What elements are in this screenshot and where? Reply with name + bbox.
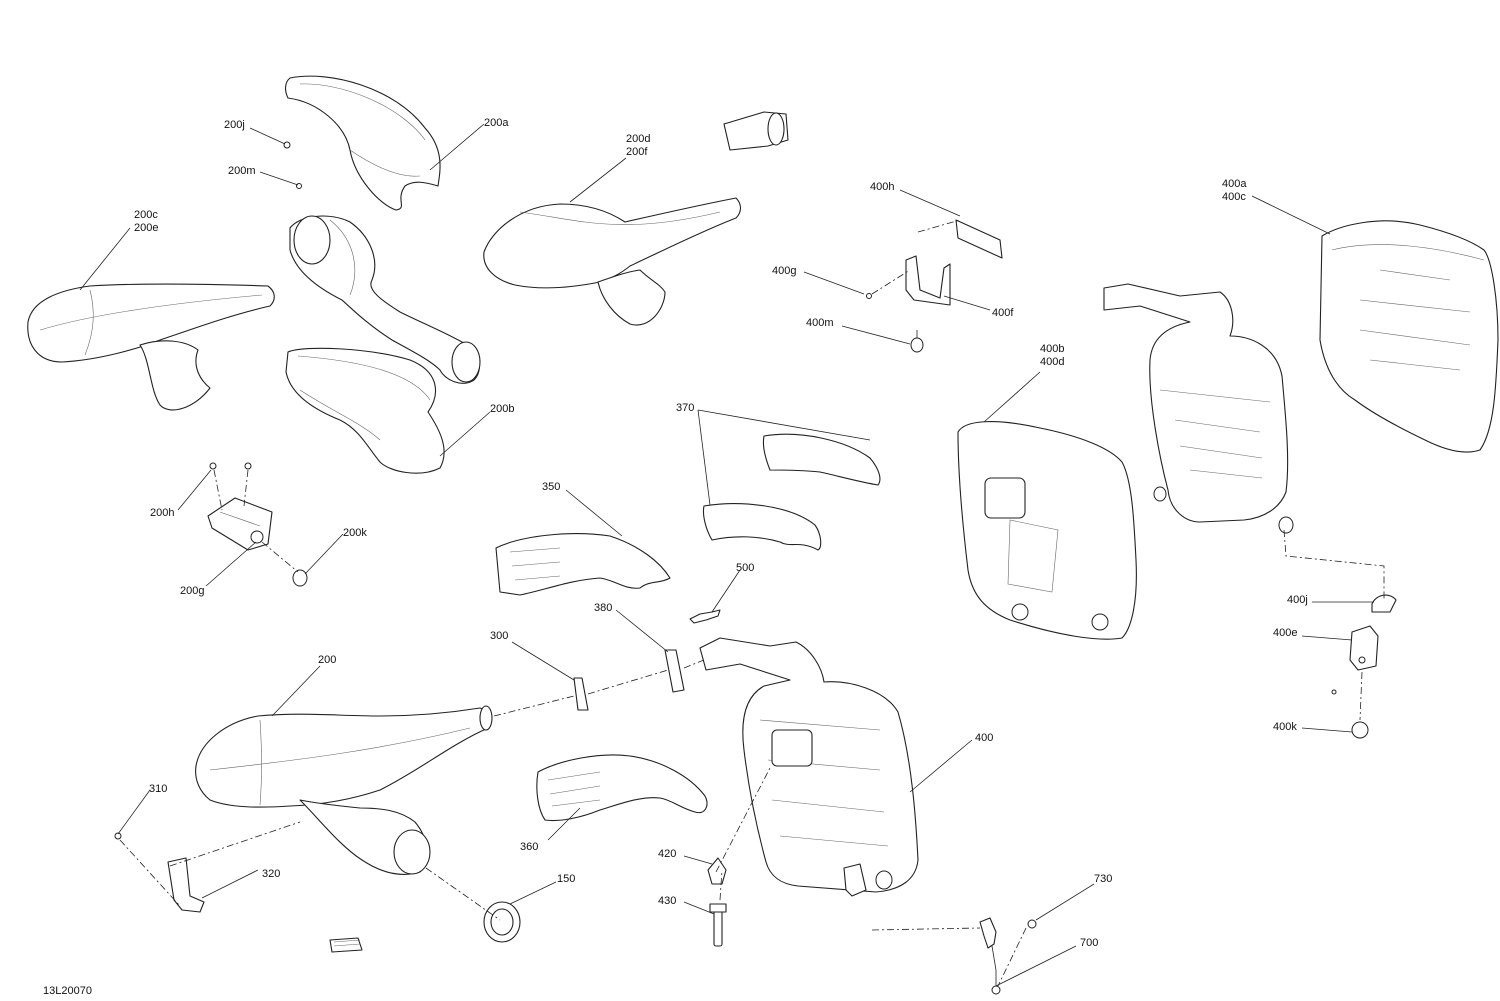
part-200a-heat-shield <box>285 75 441 211</box>
part-200-mid-shield <box>289 215 481 384</box>
part-420-nut <box>707 857 727 885</box>
callout-400h: 400h <box>870 181 894 193</box>
part-150-ring <box>483 901 521 943</box>
part-400f-bracket <box>905 255 951 306</box>
callout-200c: 200c <box>134 209 158 221</box>
callout-730: 730 <box>1094 873 1112 885</box>
part-380-gasket <box>664 649 685 693</box>
part-730-clip <box>1027 919 1037 929</box>
callout-420: 420 <box>658 848 676 860</box>
callout-200h: 200h <box>150 507 174 519</box>
part-400g-screw <box>866 293 872 299</box>
part-200j-rivet <box>283 141 291 149</box>
part-200m-clip <box>296 183 302 189</box>
part-loose-spring <box>329 937 363 953</box>
part-200k-nut <box>292 569 308 587</box>
callout-200d: 200d <box>626 133 650 145</box>
callout-200a: 200a <box>484 117 509 129</box>
part-400e-mount <box>1349 625 1379 671</box>
part-400b-muffler-shield <box>957 421 1137 640</box>
part-350-liner <box>495 533 671 596</box>
part-coupler-top <box>723 111 789 151</box>
part-430-stud <box>709 903 727 947</box>
part-400a-muffler-shield <box>1319 220 1499 453</box>
part-400-muffler <box>699 637 919 897</box>
callout-400j: 400j <box>1287 594 1308 606</box>
callout-370: 370 <box>676 402 694 414</box>
callout-400g: 400g <box>772 265 796 277</box>
callout-310: 310 <box>149 783 167 795</box>
part-370-heat-shield-b <box>702 503 822 551</box>
part-360-liner <box>536 754 708 822</box>
callout-200m: 200m <box>228 165 256 177</box>
callout-200g: 200g <box>180 585 204 597</box>
callout-430: 430 <box>658 895 676 907</box>
callout-200k: 200k <box>343 527 367 539</box>
callout-150: 150 <box>557 873 575 885</box>
drawing-code: 13L20070 <box>43 985 92 997</box>
callout-400f: 400f <box>992 307 1014 319</box>
callout-400e: 400e <box>1273 627 1297 639</box>
callout-200f: 200f <box>626 146 648 158</box>
callout-500: 500 <box>736 562 754 574</box>
part-200b-lower-shield <box>285 347 445 474</box>
callout-360: 360 <box>520 841 538 853</box>
part-400j-cap <box>1371 594 1397 613</box>
callout-200b: 200b <box>490 403 514 415</box>
alignment-lines <box>119 219 1385 987</box>
part-muffler-rear <box>1103 283 1294 534</box>
part-370-heat-shield-a <box>762 433 881 486</box>
callout-400m: 400m <box>806 317 834 329</box>
part-400h-plate <box>955 219 1003 259</box>
part-310-spring <box>114 832 122 840</box>
callout-200e: 200e <box>134 222 158 234</box>
part-320-bracket <box>167 857 205 913</box>
callout-300: 300 <box>490 630 508 642</box>
callout-200: 200 <box>318 654 336 666</box>
part-200g-bracket <box>207 462 273 551</box>
callout-700: 700 <box>1080 937 1098 949</box>
callout-400: 400 <box>975 732 993 744</box>
part-700-sensor <box>979 917 1001 995</box>
part-300-gasket <box>573 677 589 711</box>
callout-400d: 400d <box>1040 356 1064 368</box>
callout-400a: 400a <box>1222 178 1247 190</box>
callout-350: 350 <box>542 481 560 493</box>
callout-200j: 200j <box>224 119 245 131</box>
callout-leaders <box>79 123 1374 987</box>
callout-400k: 400k <box>1273 721 1297 733</box>
part-400k-grommet <box>1331 689 1369 739</box>
callout-380: 380 <box>594 602 612 614</box>
part-500-spring <box>689 609 721 624</box>
callout-400c: 400c <box>1222 191 1246 203</box>
part-200d-pipe-shield <box>483 197 742 326</box>
part-200c-pipe-shield <box>27 283 275 411</box>
part-200-tuned-pipe <box>195 705 493 875</box>
callout-400b: 400b <box>1040 343 1064 355</box>
callout-320: 320 <box>262 868 280 880</box>
part-400m-grommet <box>910 330 924 353</box>
